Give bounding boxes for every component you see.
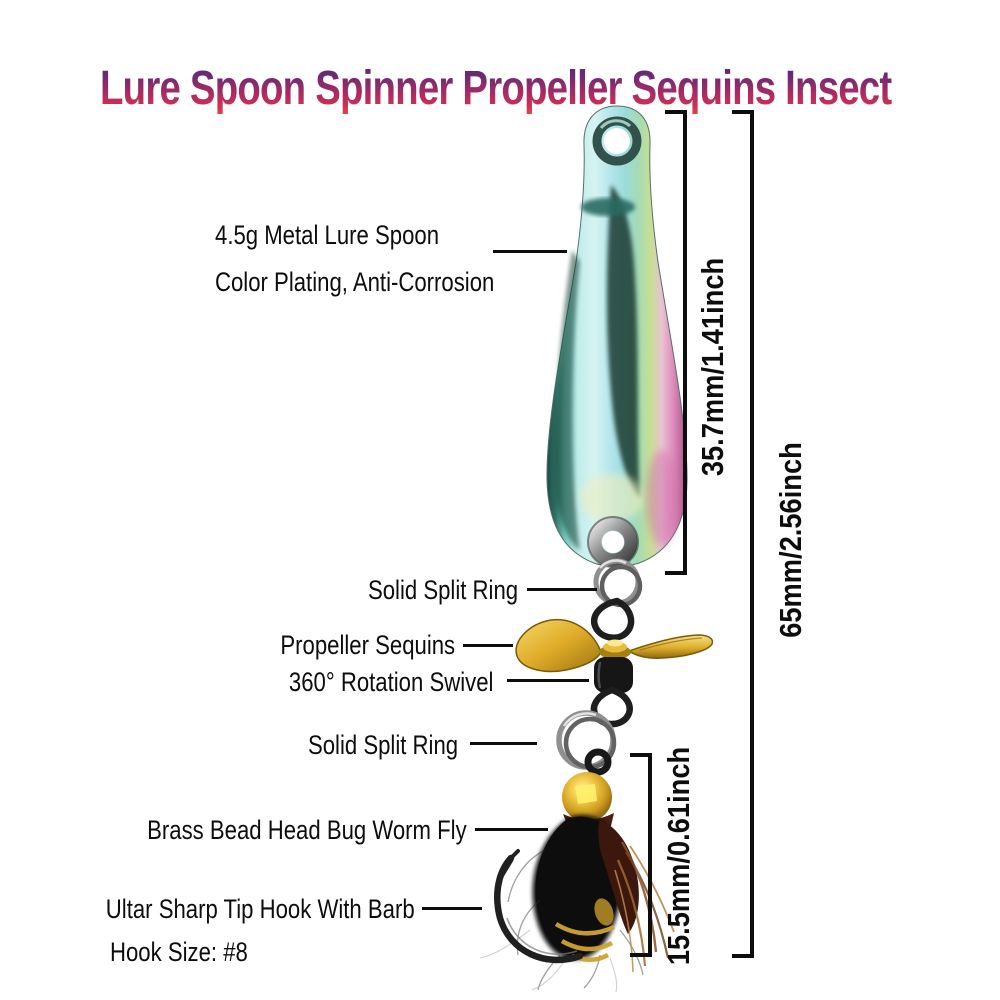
fly-body [479,815,644,993]
label-propeller: Propeller Sequins [280,630,455,660]
page-title: Lure Spoon Spinner Propeller Sequins Ins… [100,56,971,122]
label-split-ring-bottom: Solid Split Ring [307,730,458,760]
leader-hook [422,907,482,910]
swivel-barrel [594,657,633,693]
propeller-blades [515,618,714,673]
leader-split-ring-bottom [470,742,537,745]
dimension-overall-length: 65mm/2.56inch [773,442,808,638]
fly-hook [494,849,584,964]
leader-swivel [507,679,589,682]
leader-fly [475,828,548,831]
leader-spoon [493,250,567,253]
label-hook: Ultar Sharp Tip Hook With Barb [106,894,415,924]
wing-case [598,820,639,934]
dimension-spoon-length: 35.7mm/1.41inch [695,257,730,477]
swivel [515,597,714,728]
label-hook-size: Hook Size: #8 [110,937,248,967]
label-swivel: 360° Rotation Swivel [288,667,493,697]
bracket-fly-length [630,753,652,957]
hook-eye [584,748,612,776]
leader-propeller [463,644,513,647]
hook-barb [501,858,514,877]
label-spoon-line1: 4.5g Metal Lure Spoon [215,220,440,250]
bracket-overall-length [732,110,754,958]
spoon-blade [546,105,688,568]
bracket-spoon-length [665,110,687,575]
brass-bead-head [562,772,612,822]
label-spoon-line2: Color Plating, Anti-Corrosion [215,267,495,297]
spoon-line-hole [592,116,642,166]
dimension-fly-length: 15.5mm/0.61inch [661,746,696,966]
bug-worm-fly [479,748,675,993]
leader-split-ring-top [527,588,597,591]
label-fly: Brass Bead Head Bug Worm Fly [147,815,467,845]
label-split-ring-top: Solid Split Ring [367,575,518,605]
